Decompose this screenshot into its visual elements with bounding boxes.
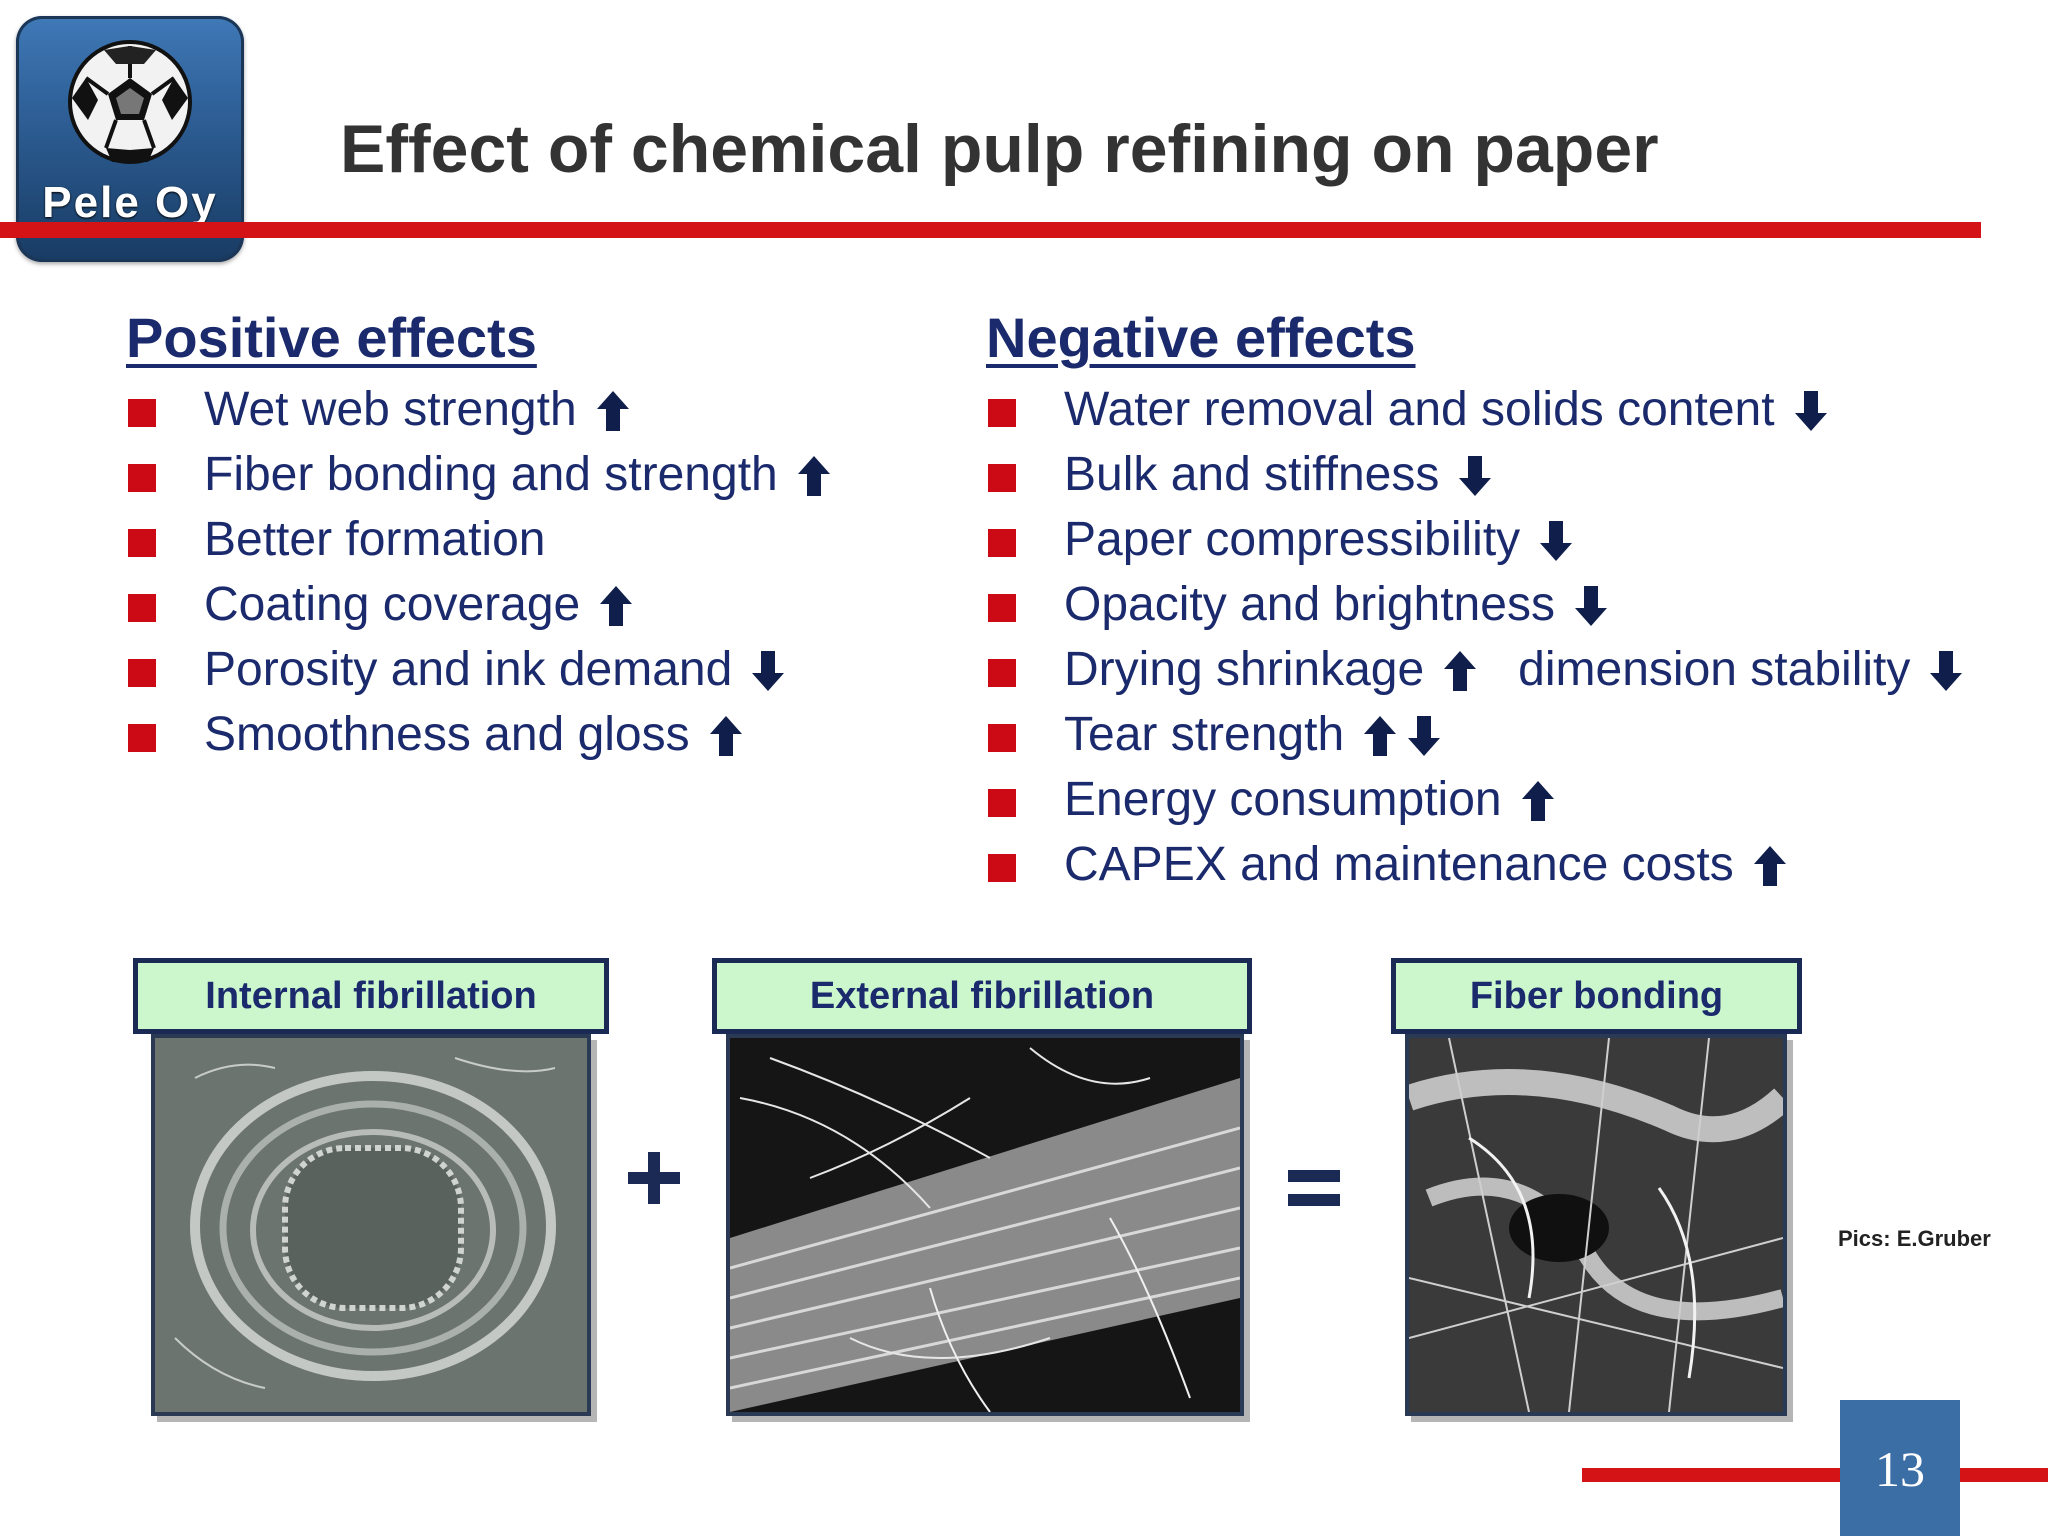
bullet-square-icon xyxy=(988,659,1016,687)
bullet-square-icon xyxy=(128,399,156,427)
effect-item-content: Energy consumption xyxy=(1064,767,1558,832)
positive-effect-item: Better formation xyxy=(128,507,948,572)
page-number: 13 xyxy=(1840,1400,1960,1536)
effect-item-content: CAPEX and maintenance costs xyxy=(1064,832,1790,897)
effect-item-content: Paper compressibility xyxy=(1064,507,1576,572)
effect-label: Smoothness and gloss xyxy=(204,708,690,761)
effect-label: Fiber bonding and strength xyxy=(204,448,778,501)
negative-effect-item: Paper compressibility xyxy=(988,507,2038,572)
caption-external-fibrillation: External fibrillation xyxy=(712,958,1252,1034)
bullet-square-icon xyxy=(988,724,1016,752)
bullet-square-icon xyxy=(988,529,1016,557)
effect-label: Better formation xyxy=(204,513,546,566)
positive-effect-item: Wet web strength xyxy=(128,377,948,442)
effect-item-content: Better formation xyxy=(204,507,545,572)
bullet-square-icon xyxy=(988,399,1016,427)
arrow-up-icon xyxy=(593,387,633,433)
bullet-square-icon xyxy=(128,529,156,557)
arrow-down-icon xyxy=(1926,647,1966,693)
effect-item-content: Opacity and brightness xyxy=(1064,572,1611,637)
effect-label: Wet web strength xyxy=(204,383,577,436)
plus-operator xyxy=(624,1148,684,1213)
effect-label: Coating coverage xyxy=(204,578,581,631)
effect-item-content: Fiber bonding and strength xyxy=(204,442,834,507)
effect-item-content: Porosity and ink demand xyxy=(204,637,788,702)
arrow-down-icon xyxy=(1404,712,1444,758)
effect-item-content: Water removal and solids content xyxy=(1064,377,1831,442)
arrow-down-icon xyxy=(1571,582,1611,628)
bullet-square-icon xyxy=(988,464,1016,492)
bullet-square-icon xyxy=(128,594,156,622)
bullet-square-icon xyxy=(128,464,156,492)
external-fibrillation-image xyxy=(726,1034,1244,1416)
equals-operator xyxy=(1286,1166,1342,1215)
fiber-bonding-image xyxy=(1405,1034,1787,1416)
effect-label: Energy consumption xyxy=(1064,773,1502,826)
effect-label: Drying shrinkage xyxy=(1064,643,1425,696)
positive-effect-item: Smoothness and gloss xyxy=(128,702,948,767)
bullet-square-icon xyxy=(988,789,1016,817)
effect-label-secondary: dimension stability xyxy=(1518,643,1911,696)
bullet-square-icon xyxy=(128,659,156,687)
pele-oy-logo: Pele Oy xyxy=(16,16,244,262)
arrow-down-icon xyxy=(1455,452,1495,498)
arrow-down-icon xyxy=(1536,517,1576,563)
effect-label: Water removal and solids content xyxy=(1064,383,1775,436)
footer-rule-right xyxy=(1960,1468,2048,1482)
arrow-up-icon xyxy=(706,712,746,758)
arrow-down-icon xyxy=(748,647,788,693)
caption-internal-fibrillation: Internal fibrillation xyxy=(133,958,609,1034)
positive-effect-item: Porosity and ink demand xyxy=(128,637,948,702)
arrow-up-icon xyxy=(596,582,636,628)
positive-effect-item: Coating coverage xyxy=(128,572,948,637)
effect-item-content: Coating coverage xyxy=(204,572,636,637)
negative-effect-item: Opacity and brightness xyxy=(988,572,2038,637)
arrow-up-icon xyxy=(1750,842,1790,888)
effect-label: Tear strength xyxy=(1064,708,1345,761)
internal-fibrillation-image xyxy=(151,1034,591,1416)
effect-item-content: Tear strength xyxy=(1064,702,1444,767)
positive-effects-heading: Positive effects xyxy=(126,306,537,369)
bullet-square-icon xyxy=(128,724,156,752)
effect-item-content: Wet web strength xyxy=(204,377,633,442)
slide-title: Effect of chemical pulp refining on pape… xyxy=(340,111,1659,187)
effect-item-content: Smoothness and gloss xyxy=(204,702,746,767)
footer-rule-left xyxy=(1582,1468,1842,1482)
bullet-square-icon xyxy=(988,854,1016,882)
negative-effect-item: Bulk and stiffness xyxy=(988,442,2038,507)
logo-text: Pele Oy xyxy=(42,178,218,227)
soccer-ball-icon xyxy=(68,40,192,164)
negative-effect-item: Energy consumption xyxy=(988,767,2038,832)
negative-effect-item: Tear strength xyxy=(988,702,2038,767)
negative-effects-heading: Negative effects xyxy=(986,306,1416,369)
negative-effect-item: Drying shrinkage dimension stability xyxy=(988,637,2038,702)
effect-label: Bulk and stiffness xyxy=(1064,448,1440,501)
bullet-square-icon xyxy=(988,594,1016,622)
title-rule xyxy=(0,222,1981,238)
arrow-up-icon xyxy=(1518,777,1558,823)
negative-effect-item: CAPEX and maintenance costs xyxy=(988,832,2038,897)
effect-item-content: Drying shrinkage dimension stability xyxy=(1064,637,1966,702)
arrow-up-icon xyxy=(1360,712,1400,758)
arrow-down-icon xyxy=(1791,387,1831,433)
effect-label: Opacity and brightness xyxy=(1064,578,1555,631)
negative-effect-item: Water removal and solids content xyxy=(988,377,2038,442)
effect-label: Paper compressibility xyxy=(1064,513,1521,566)
arrow-up-icon xyxy=(1440,647,1480,693)
effect-item-content: Bulk and stiffness xyxy=(1064,442,1495,507)
caption-fiber-bonding: Fiber bonding xyxy=(1391,958,1802,1034)
image-credit: Pics: E.Gruber xyxy=(1838,1226,1991,1251)
effect-label: CAPEX and maintenance costs xyxy=(1064,838,1734,891)
effect-label: Porosity and ink demand xyxy=(204,643,733,696)
positive-effect-item: Fiber bonding and strength xyxy=(128,442,948,507)
arrow-up-icon xyxy=(794,452,834,498)
